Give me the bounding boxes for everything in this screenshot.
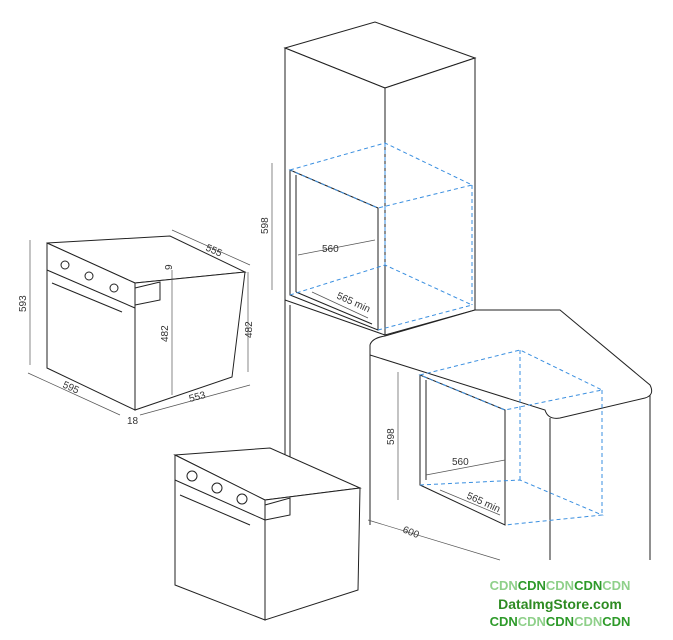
- tall-cabinet: [283, 21, 477, 560]
- base-cabinet: [369, 309, 653, 560]
- watermark-line-3: CDNCDNCDNCDNCDN: [489, 614, 631, 629]
- watermark-line-1: CDNCDNCDNCDNCDN: [489, 578, 631, 593]
- body-height-front-label: 482: [160, 325, 171, 342]
- body-height-back-label: 482: [244, 321, 255, 338]
- left-oven-dimension-lines: [27, 229, 251, 416]
- lower-niche-width-label: 560: [452, 457, 469, 468]
- upper-niche-width-label: 560: [322, 244, 339, 255]
- upper-niche-height-label: 598: [260, 217, 271, 234]
- lower-niche-depth-label: 565 min: [465, 491, 502, 516]
- left-oven: [46, 235, 247, 411]
- oven-height-label: 593: [18, 295, 29, 312]
- lower-niche-height-label: 598: [386, 428, 397, 445]
- bottom-oven: [173, 447, 362, 621]
- lower-dashed-volume: [418, 349, 604, 526]
- cabinet-depth-label: 600: [401, 525, 421, 542]
- door-thickness-label: 18: [127, 416, 139, 427]
- panel-gap-label: 9: [164, 264, 175, 270]
- body-depth-label: 553: [188, 390, 207, 405]
- upper-dashed-volume: [288, 142, 474, 331]
- dimension-lines: [271, 163, 506, 561]
- watermark-line-2: DataImgStore.com: [498, 596, 622, 612]
